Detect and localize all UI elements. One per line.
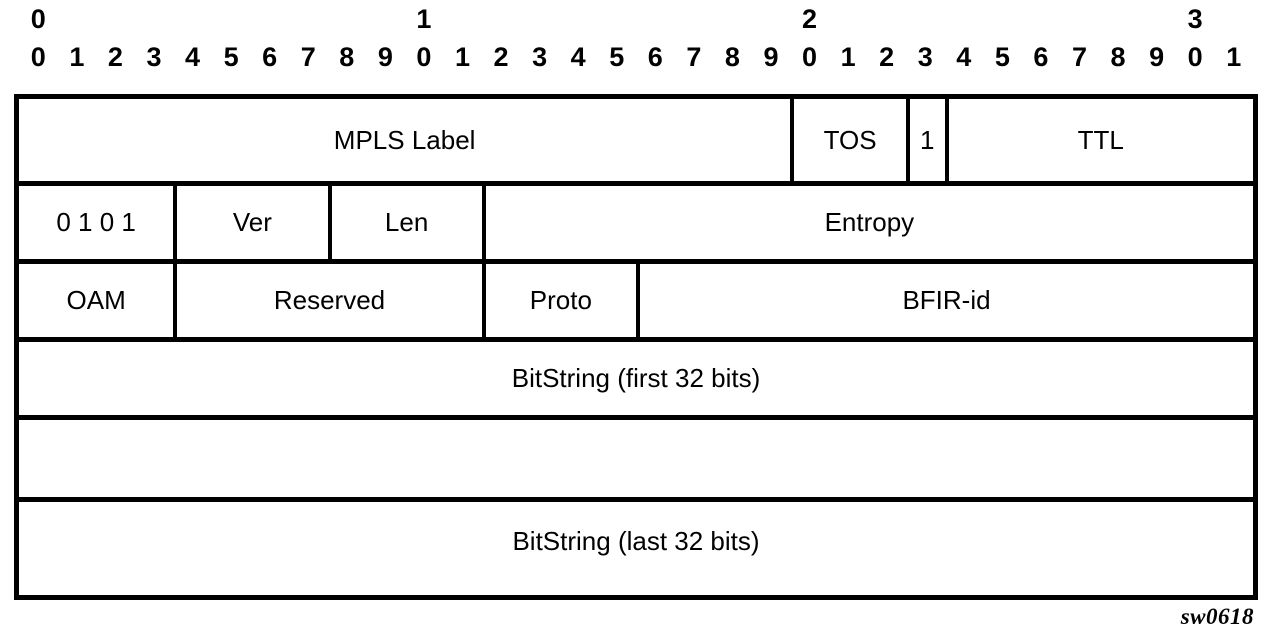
field-1: 1 <box>905 99 945 181</box>
field-bfir-id: BFIR-id <box>636 264 1253 337</box>
bit-ruler-tick-19: 9 <box>763 42 779 72</box>
bitstring-continuation-row <box>19 420 1253 502</box>
bit-ruler-tick-11: 1 <box>454 42 470 72</box>
field-label: BitString (last 32 bits) <box>512 525 760 556</box>
bier-header-row-2: OAM Reserved Proto BFIR-id <box>19 264 1253 342</box>
bit-ruler-tick-29: 9 <box>1149 42 1165 72</box>
bit-ruler-tick-23: 3 <box>917 42 933 72</box>
bit-ruler-tick-17: 7 <box>686 42 702 72</box>
field-label: TTL <box>1077 124 1124 155</box>
field-label: BFIR-id <box>902 285 991 315</box>
bit-ruler-tick-28: 8 <box>1110 42 1126 72</box>
field-label: 1 <box>919 124 935 155</box>
bit-ruler-tick-18: 8 <box>724 42 740 72</box>
bit-ruler-tick-31: 1 <box>1226 42 1242 72</box>
bitstring-first-row: BitString (first 32 bits) <box>19 342 1253 420</box>
bit-ruler-tick-14: 4 <box>570 42 586 72</box>
field-label: TOS <box>823 124 877 155</box>
field-ver: Ver <box>173 186 327 259</box>
bit-ruler-decade-2: 2 <box>802 4 818 34</box>
figure-tag: sw0618 <box>1180 604 1254 629</box>
field-label: MPLS Label <box>333 124 476 155</box>
bit-ruler-tick-20: 0 <box>802 42 818 72</box>
bit-ruler-tick-1: 1 <box>69 42 85 72</box>
bit-ruler-tick-26: 6 <box>1033 42 1049 72</box>
bit-ruler-tick-22: 2 <box>879 42 895 72</box>
field-label: Ver <box>232 207 272 237</box>
field-oam: OAM <box>19 264 173 337</box>
bit-ruler-tick-9: 9 <box>377 42 393 72</box>
bit-ruler-tick-0: 0 <box>30 42 46 72</box>
bit-ruler-tick-6: 6 <box>262 42 278 72</box>
mpls-header-row: MPLS Label TOS 1 TTL <box>19 99 1253 186</box>
bit-ruler-decade-1: 1 <box>416 4 432 34</box>
field-label: Entropy <box>824 207 915 237</box>
bit-ruler-tick-15: 5 <box>609 42 625 72</box>
field-tos: TOS <box>790 99 906 181</box>
field-label: Proto <box>529 285 592 315</box>
field-label: OAM <box>66 285 126 315</box>
bit-ruler-decade-row: 0 1 2 3 <box>0 2 1272 42</box>
field-0-1-0-1: 0 1 0 1 <box>19 186 173 259</box>
field-entropy: Entropy <box>481 186 1253 259</box>
bit-ruler-tick-25: 5 <box>994 42 1010 72</box>
bit-ruler-tick-27: 7 <box>1071 42 1087 72</box>
bit-ruler-tick-5: 5 <box>223 42 239 72</box>
field-label: Len <box>384 207 429 237</box>
bit-ruler-decade-3: 3 <box>1187 4 1203 34</box>
field-bitstring-first-32-bits: BitString (first 32 bits) <box>19 342 1253 415</box>
bit-ruler-decade-0: 0 <box>30 4 46 34</box>
field-bitstring-last-32-bits: BitString (last 32 bits) <box>19 502 1253 580</box>
field-mpls-label: MPLS Label <box>19 99 790 181</box>
bier-header-row-1: 0 1 0 1 Ver Len Entropy <box>19 186 1253 264</box>
field-len: Len <box>327 186 482 259</box>
field-empty <box>19 420 1253 497</box>
bit-ruler-tick-30: 0 <box>1187 42 1203 72</box>
bit-ruler-tick-4: 4 <box>185 42 201 72</box>
field-label: 0 1 0 1 <box>56 207 136 237</box>
bit-ruler-tick-3: 3 <box>146 42 162 72</box>
field-label: BitString (first 32 bits) <box>511 363 761 393</box>
bit-ruler-tick-10: 0 <box>416 42 432 72</box>
bit-ruler-tick-12: 2 <box>493 42 509 72</box>
bit-ruler-tick-8: 8 <box>339 42 355 72</box>
bit-ruler-tick-24: 4 <box>956 42 972 72</box>
field-ttl: TTL <box>944 99 1254 181</box>
bit-ruler-tick-21: 1 <box>840 42 856 72</box>
bit-ruler-tick-13: 3 <box>532 42 548 72</box>
field-reserved: Reserved <box>173 264 482 337</box>
bit-ruler-tick-16: 6 <box>647 42 663 72</box>
field-proto: Proto <box>481 264 636 337</box>
field-label: Reserved <box>273 285 386 315</box>
bit-ruler-tick-7: 7 <box>300 42 316 72</box>
bitstring-last-row: BitString (last 32 bits) <box>19 502 1253 580</box>
bit-ruler-tick-2: 2 <box>107 42 123 72</box>
